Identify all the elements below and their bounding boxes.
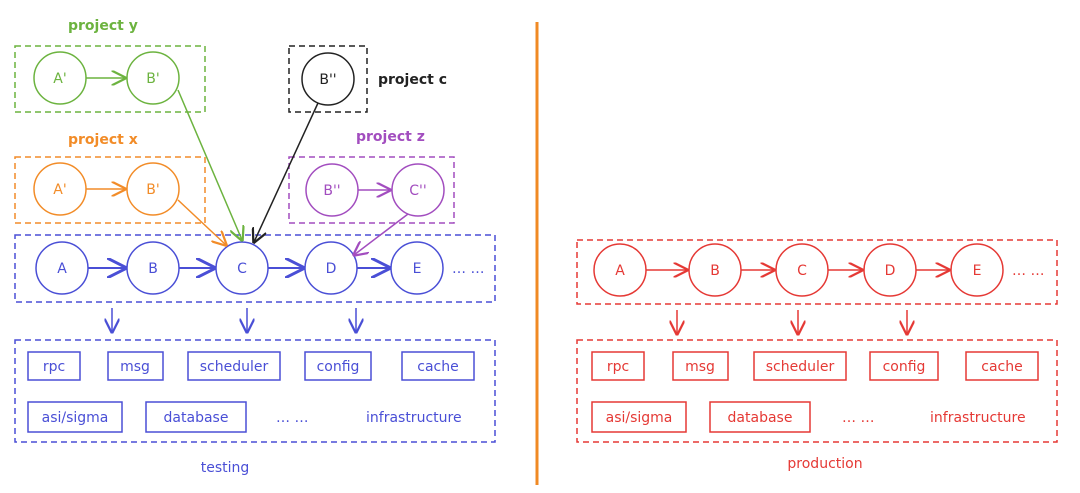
testing-label: testing	[201, 460, 250, 476]
production-infra-rpc-box	[591, 351, 645, 381]
testing-infra-label: infrastructure	[366, 410, 462, 426]
testing-node-b-label: B	[148, 261, 158, 277]
production-infra-cache: cache	[981, 359, 1022, 375]
testing-infra-items: rpc msg scheduler config cache asi/sigma…	[27, 351, 475, 433]
testing-infra-rpc: rpc	[43, 359, 65, 375]
production-node-b-label: B	[710, 263, 720, 279]
production-chain-more: … …	[1012, 263, 1044, 279]
production-infra-rpc: rpc	[607, 359, 629, 375]
project-y-node-a-label: A'	[53, 71, 66, 87]
testing-infra-database-box	[145, 401, 247, 433]
arrow-project-c-to-c	[254, 102, 319, 242]
production-infra-database-box	[709, 401, 811, 433]
testing-infra-msg-box	[107, 351, 164, 381]
project-x-node-b-label: B'	[146, 182, 159, 198]
production-node-c-label: C	[797, 263, 807, 279]
project-x-title: project x	[68, 132, 138, 148]
production-infra-box	[576, 339, 1058, 443]
production-node-a-label: A	[615, 263, 625, 279]
project-c-title: project c	[378, 72, 447, 88]
testing-node-e-label: E	[413, 261, 422, 277]
project-y-node-b	[126, 51, 180, 105]
project-x-box	[14, 156, 206, 224]
testing-infra-box	[14, 339, 496, 443]
testing-infra-asi-sigma: asi/sigma	[42, 410, 109, 426]
testing-node-e	[390, 241, 444, 295]
arrow-project-z-to-d	[354, 213, 409, 255]
project-z-node-c	[391, 163, 445, 217]
production-infra-more: … …	[842, 410, 874, 426]
production-infra-database: database	[728, 410, 793, 426]
production-infra-asi-sigma-box	[591, 401, 687, 433]
project-z-node-b-label: B''	[323, 183, 340, 199]
testing-chain-more: … …	[452, 261, 484, 277]
testing-infra-cache: cache	[417, 359, 458, 375]
testing-infra-msg: msg	[120, 359, 150, 375]
production-infra-scheduler-box	[753, 351, 847, 381]
production-infra-msg: msg	[685, 359, 715, 375]
project-y-box	[14, 45, 206, 113]
project-z-title: project z	[356, 129, 425, 145]
testing-infra-more: … …	[276, 410, 308, 426]
project-z-box	[288, 156, 455, 224]
production-infra-cache-box	[965, 351, 1039, 381]
project-c-box	[288, 45, 368, 113]
project-c-node-b-label: B''	[319, 72, 336, 88]
project-x-node-a-label: A'	[53, 182, 66, 198]
arrow-project-y-to-c	[177, 89, 242, 240]
project-c-node-b	[301, 52, 355, 106]
production-infra-items: rpc msg scheduler config cache asi/sigma…	[591, 351, 1039, 433]
testing-infra-config-box	[304, 351, 372, 381]
testing-infra-rpc-box	[27, 351, 81, 381]
testing-infra-scheduler-box	[187, 351, 281, 381]
testing-node-d-label: D	[326, 261, 337, 277]
project-x-node-b	[126, 162, 180, 216]
production-label: production	[787, 456, 862, 472]
production-infra-asi-sigma: asi/sigma	[606, 410, 673, 426]
testing-infra-scheduler: scheduler	[200, 359, 269, 375]
arrow-project-x-to-c	[177, 199, 226, 245]
production-node-e-label: E	[973, 263, 982, 279]
production-chain-box	[576, 239, 1058, 305]
testing-infra-cache-box	[401, 351, 475, 381]
testing-node-a-label: A	[57, 261, 67, 277]
testing-infra-database: database	[164, 410, 229, 426]
project-z-node-c-label: C''	[409, 183, 426, 199]
testing-infra-config: config	[317, 359, 360, 375]
project-y-title: project y	[68, 18, 138, 34]
production-infra-scheduler: scheduler	[766, 359, 835, 375]
production-infra-config: config	[883, 359, 926, 375]
production-node-e	[950, 243, 1004, 297]
production-node-d-label: D	[885, 263, 896, 279]
production-infra-config-box	[869, 351, 939, 381]
testing-node-c-label: C	[237, 261, 247, 277]
production-infra-label: infrastructure	[930, 410, 1026, 426]
production-infra-msg-box	[672, 351, 729, 381]
project-y-node-b-label: B'	[146, 71, 159, 87]
testing-infra-asi-sigma-box	[27, 401, 123, 433]
